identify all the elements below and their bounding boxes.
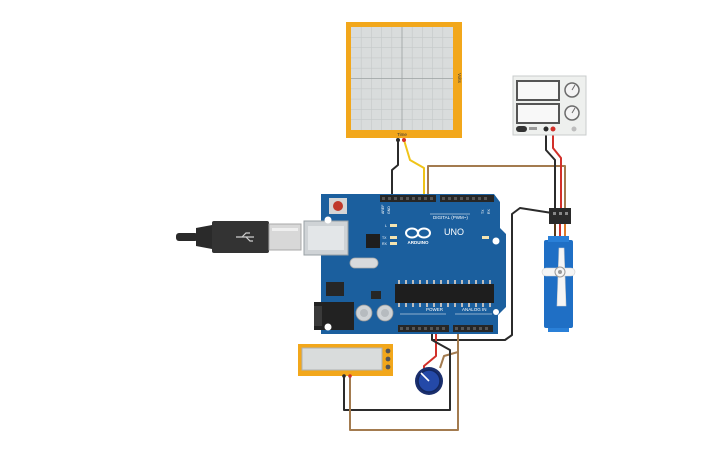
usb-plug-shine [272, 228, 298, 231]
mounting-hole [324, 323, 332, 331]
power-supply-display-current [516, 103, 560, 124]
rx-label: RX [487, 208, 491, 214]
potentiometer[interactable] [415, 367, 443, 395]
usb-plug-metal [268, 223, 302, 251]
wire-supply-positive[interactable] [552, 130, 562, 213]
bottom-header-holes [400, 327, 488, 330]
digital-header-label: DIGITAL (PWM~) [433, 215, 468, 220]
mounting-hole [493, 309, 499, 315]
usb-cable-strain-relief [196, 225, 212, 249]
wire-oscilloscope-gnd[interactable] [391, 140, 399, 197]
usb-socket-inner [308, 226, 344, 250]
power-switch[interactable] [516, 126, 527, 132]
aref-label: AREF [381, 205, 385, 214]
voltage-regulator [326, 282, 344, 296]
mounting-hole [492, 237, 500, 245]
potentiometer-indicator [420, 372, 430, 382]
dc-jack-front [314, 306, 322, 326]
negative-terminal[interactable] [543, 126, 549, 132]
wire-oscilloscope-signal[interactable] [403, 139, 425, 197]
power-supply-label-plate [529, 127, 537, 130]
oscilloscope-x-label: Time [397, 132, 407, 137]
positive-terminal[interactable] [550, 126, 556, 132]
servo-motor[interactable] [541, 208, 576, 332]
servo-cable [554, 224, 566, 236]
power-supply[interactable] [512, 75, 587, 136]
multimeter-probe-red[interactable] [348, 374, 352, 378]
atmega-pins [398, 280, 491, 307]
usb-chip [366, 234, 380, 248]
ground-terminal[interactable] [571, 126, 577, 132]
arduino-logo-icon [405, 227, 431, 239]
servo-bottom-tab [548, 328, 569, 332]
servo-shaft-screw [558, 270, 562, 274]
power-supply-display-voltage [516, 80, 560, 101]
small-chip [371, 291, 381, 299]
multimeter-probe-black[interactable] [342, 374, 346, 378]
mounting-hole [324, 216, 332, 224]
arduino-brand: ARDUINO [408, 240, 429, 245]
multimeter[interactable] [298, 344, 393, 378]
servo-connector-pins [553, 212, 568, 215]
crystal-oscillator [349, 257, 379, 269]
power-header-label: POWER [426, 307, 444, 312]
oscilloscope[interactable]: Time Volts [346, 22, 462, 142]
tx-label: TX [481, 209, 485, 214]
servo-top-plate [548, 236, 569, 242]
multimeter-terminals[interactable] [385, 348, 391, 370]
wire-servo-signal[interactable] [427, 165, 566, 213]
usb-cable-wire [176, 233, 198, 241]
power-header [398, 325, 449, 332]
servo-connector[interactable] [549, 208, 571, 224]
oscilloscope-probe-negative[interactable] [396, 138, 400, 142]
wires [343, 130, 566, 431]
atmega-chip [395, 284, 494, 303]
oscilloscope-probe-positive[interactable] [402, 138, 406, 142]
usb-cable[interactable] [176, 221, 302, 253]
gnd-label-top: GND [387, 206, 391, 214]
arduino-model: UNO [444, 227, 464, 237]
digital-header-holes [382, 197, 487, 200]
analog-header-label: ANALOG IN [462, 307, 487, 312]
led-rx-label: RX [382, 242, 388, 246]
multimeter-display [301, 347, 383, 371]
current-knob-indicator [571, 107, 576, 114]
wire-meter-probe[interactable] [349, 352, 459, 431]
usb-icon [236, 232, 254, 242]
oscilloscope-y-label: Volts [457, 73, 462, 84]
wire-pot-gnd[interactable] [343, 339, 451, 411]
arduino-uno[interactable]: AREF GND DIGITAL (PWM~) TX RX L TX RX AR… [303, 194, 506, 334]
led-l-label: L [385, 224, 387, 228]
wire-supply-negative[interactable] [545, 130, 556, 213]
led-tx-label: TX [382, 236, 387, 240]
status-leds [390, 224, 489, 245]
reset-button[interactable] [333, 201, 343, 211]
voltage-knob-indicator [571, 84, 576, 91]
capacitors [355, 304, 394, 322]
